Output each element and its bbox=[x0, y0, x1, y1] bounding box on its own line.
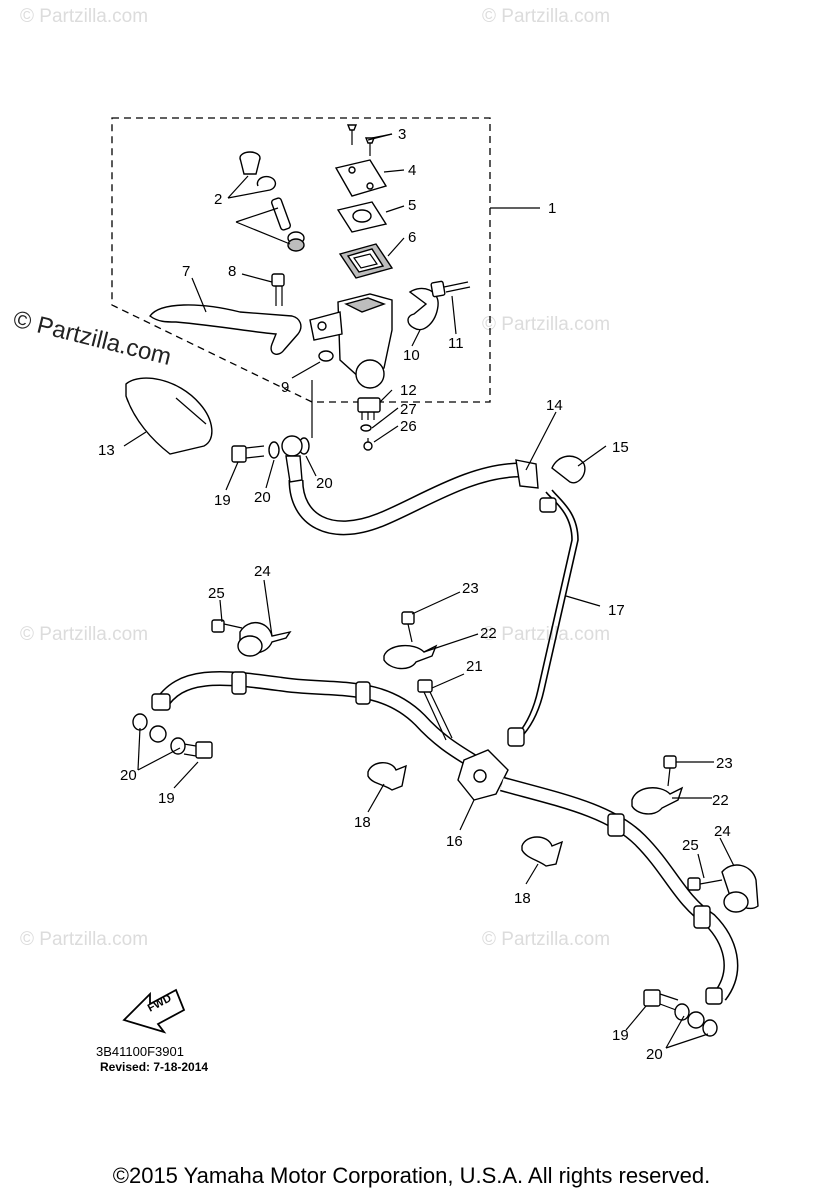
callout-18: 18 bbox=[354, 814, 371, 831]
watermark-text: © Partzilla.com bbox=[20, 624, 148, 645]
callout-6: 6 bbox=[408, 229, 416, 246]
banjo-fitting-part bbox=[281, 435, 303, 457]
callout-22: 22 bbox=[712, 792, 729, 809]
callout-12: 12 bbox=[400, 382, 417, 399]
callout-3: 3 bbox=[398, 126, 406, 143]
hose-clip-part bbox=[551, 455, 586, 484]
copyright-footer: ©2015 Yamaha Motor Corporation, U.S.A. A… bbox=[112, 1163, 711, 1188]
lever-cover-part bbox=[125, 377, 213, 455]
callout-23: 23 bbox=[462, 580, 479, 597]
callout-25: 25 bbox=[682, 837, 699, 854]
callout-13: 13 bbox=[98, 442, 115, 459]
master-cylinder-group bbox=[125, 124, 471, 455]
callout-20: 20 bbox=[254, 489, 271, 506]
callout-5: 5 bbox=[408, 197, 416, 214]
hose-clamp-part bbox=[383, 644, 438, 670]
holder-clamp-part bbox=[407, 287, 439, 331]
callout-21: 21 bbox=[466, 658, 483, 675]
diaphragm-part bbox=[338, 243, 394, 279]
callout-19: 19 bbox=[214, 492, 231, 509]
leader-lines bbox=[123, 133, 735, 1049]
callout-9: 9 bbox=[281, 379, 289, 396]
callout-7: 7 bbox=[182, 263, 190, 280]
callout-23: 23 bbox=[716, 755, 733, 772]
callout-2: 2 bbox=[214, 191, 222, 208]
assembly-boundary bbox=[111, 117, 491, 403]
callout-24: 24 bbox=[714, 823, 731, 840]
watermark-text: © Partzilla.com bbox=[482, 929, 610, 950]
master-cylinder-body bbox=[309, 293, 393, 389]
callout-11: 11 bbox=[448, 335, 464, 352]
screw-part bbox=[363, 438, 373, 451]
watermark-text-large: © Partzilla.com bbox=[11, 306, 174, 371]
copper-washer-part bbox=[170, 737, 186, 755]
circlip-part bbox=[256, 175, 277, 191]
fwd-arrow-icon: FWD bbox=[122, 988, 186, 1034]
bracket-bolt-part bbox=[211, 619, 243, 633]
callout-14: 14 bbox=[546, 397, 563, 414]
hose-clamp-part bbox=[631, 786, 684, 815]
callout-4: 4 bbox=[408, 162, 416, 179]
watermark-text: © Partzilla.com bbox=[20, 6, 148, 27]
joint-bolt-part bbox=[417, 679, 453, 741]
union-bolt-part bbox=[231, 445, 265, 463]
lower-brake-hose-right bbox=[500, 776, 739, 1005]
nut-part bbox=[318, 350, 334, 362]
callout-27: 27 bbox=[400, 401, 417, 418]
copper-washer-part bbox=[674, 1003, 690, 1021]
hose-holder-part bbox=[521, 836, 564, 867]
piston-part bbox=[270, 197, 292, 231]
hose-guide-bracket-part bbox=[237, 622, 292, 657]
bracket-bolt-part bbox=[687, 877, 723, 891]
callout-1: 1 bbox=[548, 200, 556, 217]
callout-8: 8 bbox=[228, 263, 236, 280]
callout-22: 22 bbox=[480, 625, 497, 642]
washer-part bbox=[360, 424, 372, 432]
brake-pipe bbox=[507, 489, 579, 747]
callout-15: 15 bbox=[612, 439, 629, 456]
callout-labels: 1 2 3 4 5 6 7 8 9 10 11 12 13 14 15 16 1… bbox=[98, 126, 733, 1063]
union-bolt-part bbox=[183, 741, 213, 759]
copper-washer-part bbox=[132, 713, 148, 731]
callout-16: 16 bbox=[446, 833, 463, 850]
callout-25: 25 bbox=[208, 585, 225, 602]
banjo-fitting-part bbox=[687, 1011, 705, 1029]
clamp-bolt-part bbox=[401, 611, 415, 643]
copper-washer-part bbox=[268, 441, 280, 459]
copper-washer-part bbox=[702, 1019, 718, 1037]
bolt-part bbox=[430, 280, 471, 298]
callout-20: 20 bbox=[646, 1046, 663, 1063]
lower-brake-hose-left bbox=[151, 671, 478, 769]
watermark-text: © Partzilla.com bbox=[20, 929, 148, 950]
callout-24: 24 bbox=[254, 563, 271, 580]
callout-20: 20 bbox=[316, 475, 333, 492]
revised-date: Revised: 7-18-2014 bbox=[100, 1060, 208, 1074]
piston-seal-part bbox=[287, 231, 305, 252]
hose-guide-bracket-part bbox=[721, 864, 759, 913]
watermark-text: © Partzilla.com bbox=[482, 314, 610, 335]
watermark-text: © Partzilla.com bbox=[482, 624, 610, 645]
dust-boot-part bbox=[239, 151, 261, 175]
part-code: 3B41100F3901 bbox=[96, 1044, 184, 1059]
reservoir-cap-part bbox=[334, 159, 388, 197]
screw-part bbox=[346, 124, 376, 156]
callout-18: 18 bbox=[514, 890, 531, 907]
upper-brake-hose bbox=[285, 455, 539, 536]
callout-19: 19 bbox=[158, 790, 175, 807]
clamp-bolt-part bbox=[663, 755, 677, 787]
callout-26: 26 bbox=[400, 418, 417, 435]
hose-holder-part bbox=[367, 762, 407, 791]
brake-lever-part bbox=[149, 304, 302, 355]
callout-20: 20 bbox=[120, 767, 137, 784]
callout-17: 17 bbox=[608, 602, 625, 619]
union-bolt-part bbox=[643, 989, 679, 1011]
banjo-fitting-part bbox=[149, 725, 167, 743]
callout-10: 10 bbox=[403, 347, 420, 364]
pivot-bolt-part bbox=[271, 273, 285, 306]
watermark-text: © Partzilla.com bbox=[482, 6, 610, 27]
callout-19: 19 bbox=[612, 1027, 629, 1044]
brake-switch-part bbox=[357, 397, 381, 420]
